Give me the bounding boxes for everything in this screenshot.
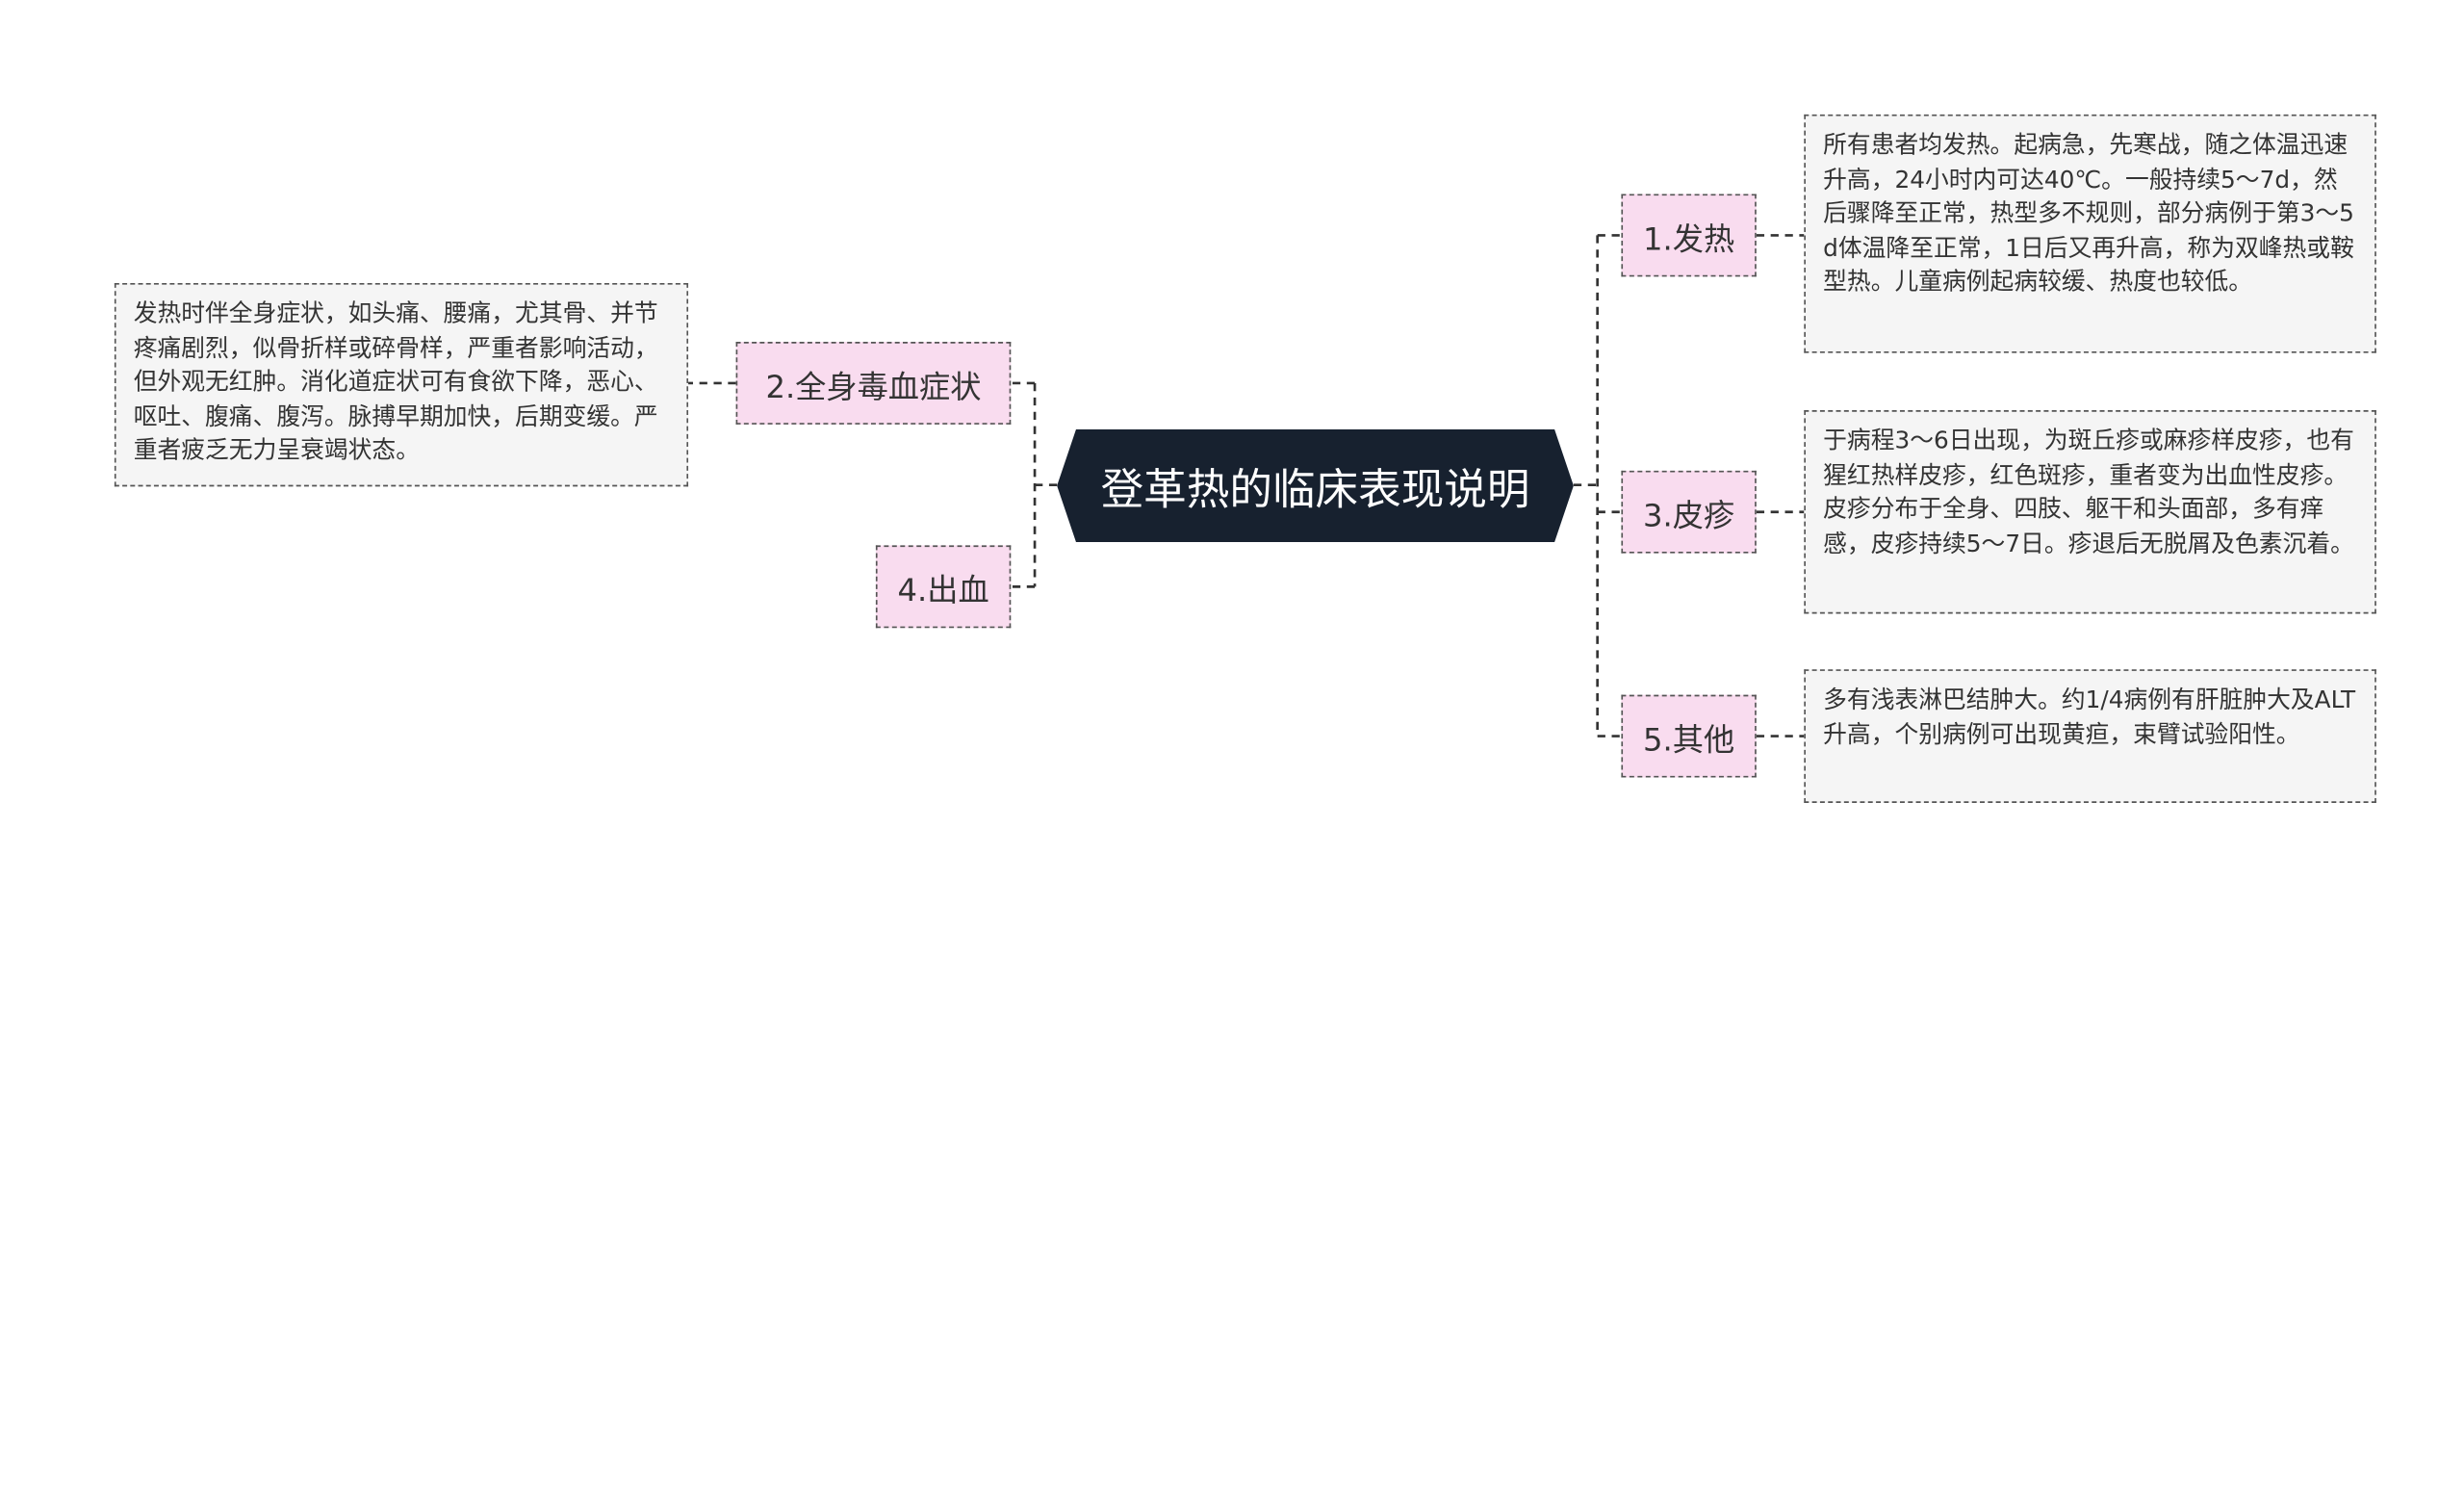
detail-other[interactable]: 多有浅表淋巴结肿大。约1/4病例有肝脏肿大及ALT升高，个别病例可出现黄疸，束臂… — [1804, 669, 2376, 803]
detail-text: 于病程3～6日出现，为斑丘疹或麻疹样皮疹，也有猩红热样皮疹，红色斑疹，重者变为出… — [1823, 426, 2354, 557]
topic-other[interactable]: 5.其他 — [1621, 694, 1757, 778]
detail-text: 所有患者均发热。起病急，先寒战，随之体温迅速升高，24小时内可达40℃。一般持续… — [1823, 130, 2354, 297]
topic-systemic-toxemia[interactable]: 2.全身毒血症状 — [735, 342, 1012, 425]
topic-label: 5.其他 — [1643, 720, 1735, 758]
topic-fever[interactable]: 1.发热 — [1621, 194, 1757, 277]
topic-label: 3.皮疹 — [1643, 497, 1735, 534]
topic-label: 1.发热 — [1643, 220, 1735, 257]
topic-label: 2.全身毒血症状 — [765, 368, 982, 405]
connector-lines — [688, 234, 1805, 738]
detail-text: 发热时伴全身症状，如头痛、腰痛，尤其骨、并节疼痛剧烈，似骨折样或碎骨样，严重者影… — [133, 298, 658, 465]
detail-text: 多有浅表淋巴结肿大。约1/4病例有肝脏肿大及ALT升高，个别病例可出现黄疸，束臂… — [1823, 685, 2356, 748]
detail-fever[interactable]: 所有患者均发热。起病急，先寒战，随之体温迅速升高，24小时内可达40℃。一般持续… — [1804, 114, 2376, 353]
topic-label: 4.出血 — [897, 571, 989, 608]
detail-rash[interactable]: 于病程3～6日出现，为斑丘疹或麻疹样皮疹，也有猩红热样皮疹，红色斑疹，重者变为出… — [1804, 410, 2376, 614]
root-topic[interactable]: 登革热的临床表现说明 — [1057, 428, 1574, 543]
topic-bleeding[interactable]: 4.出血 — [875, 545, 1012, 629]
root-title: 登革热的临床表现说明 — [1100, 465, 1530, 516]
detail-systemic-toxemia[interactable]: 发热时伴全身症状，如头痛、腰痛，尤其骨、并节疼痛剧烈，似骨折样或碎骨样，严重者影… — [114, 282, 689, 487]
topic-rash[interactable]: 3.皮疹 — [1621, 470, 1757, 554]
